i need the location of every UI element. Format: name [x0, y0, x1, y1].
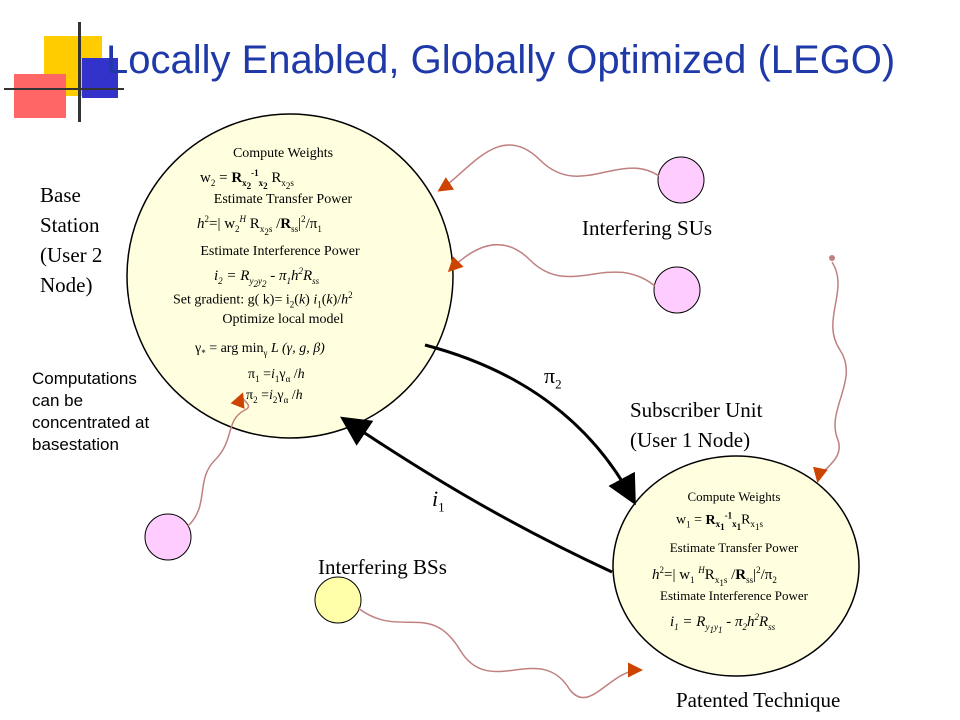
interference-line-bs [357, 607, 643, 699]
interference-line-su1 [437, 144, 660, 192]
su-compute-weights: Compute Weights [687, 489, 781, 504]
subscriber-unit-node [612, 455, 860, 677]
interfering-su-circle-2 [653, 266, 701, 314]
interfering-bs-circle [314, 576, 362, 624]
pi2-link-label: π2 [544, 363, 562, 392]
interference-line-su-right [813, 261, 847, 483]
subscriber-unit-label: Subscriber Unit (User 1 Node) [630, 398, 763, 452]
bs-interference-formula: i2 = Ry2y2 - π1h2Rss [214, 266, 320, 289]
bs-estimate-interference-power: Estimate Interference Power [200, 244, 360, 259]
i1-link-label: i1 [432, 486, 445, 515]
deco-vertical-line [78, 22, 81, 122]
su-interference-formula: i1 = Ry1y1 - π2h2Rss [670, 612, 776, 635]
su-estimate-transfer-power: Estimate Transfer Power [669, 540, 799, 555]
slide-title: Locally Enabled, Globally Optimized (LEG… [106, 38, 896, 82]
bs-argmin-formula: γ* = arg minγ L (γ, g, β) [195, 341, 325, 358]
interference-line-su3 [187, 392, 250, 527]
deco-blue-block [82, 58, 118, 98]
i1-arrow [340, 416, 613, 574]
bs-pi1-formula: π1 =i1γα /h [248, 367, 305, 384]
su-weights-formula: w1 = Rx1-1x1Rx1s [676, 510, 764, 533]
bs-pi2-formula: π2 =i2γα /h [246, 388, 303, 405]
bs-optimize-local-model: Optimize local model [222, 312, 344, 327]
computations-note: Computations can be concentrated at base… [32, 369, 150, 454]
interference-endpoint-right [829, 255, 835, 261]
bs-transfer-formula: h2=| w2H Rx2s /Rss|2/π1 [197, 214, 322, 237]
interfering-sus-label: Interfering SUs [582, 216, 713, 240]
base-station-label: Base Station (User 2 Node) [40, 183, 103, 297]
bs-weights-formula: w2 = Rx2-1x2 Rx2s [200, 168, 294, 191]
deco-red-block [14, 74, 66, 118]
su-transfer-formula: h2=| w1 HRx1s /Rss|2/π2 [652, 565, 777, 588]
pi2-arrow [424, 343, 636, 506]
interfering-su-circle-3 [144, 513, 192, 561]
base-station-node [126, 113, 454, 439]
bs-gradient-formula: Set gradient: g( k)= i2(k) i1(k)/h2 [173, 290, 353, 310]
footer-patented-technique: Patented Technique [676, 688, 841, 712]
su-estimate-interference-power: Estimate Interference Power [660, 588, 808, 603]
bs-compute-weights: Compute Weights [232, 146, 334, 161]
bs-estimate-transfer-power: Estimate Transfer Power [213, 192, 353, 207]
interference-line-su2 [447, 243, 656, 287]
deco-horizontal-line [4, 88, 124, 90]
interfering-su-circle-1 [657, 156, 705, 204]
interfering-bss-label: Interfering BSs [318, 555, 447, 579]
